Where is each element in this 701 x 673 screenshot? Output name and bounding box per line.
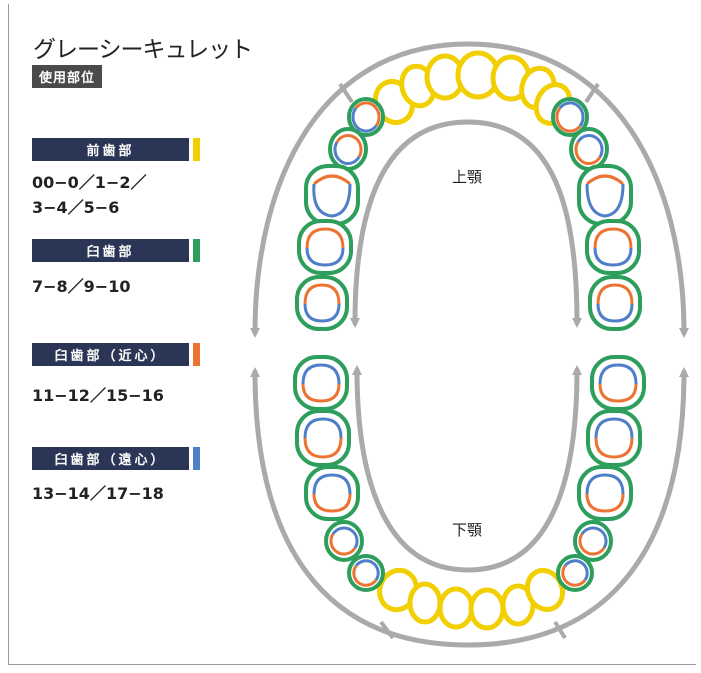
tooth <box>588 275 642 331</box>
upper-jaw-label: 上顎 <box>452 168 482 186</box>
category-distal-bar: 臼歯部（遠心） <box>32 447 189 470</box>
tooth <box>295 409 351 467</box>
tooth <box>437 586 475 630</box>
tooth <box>293 355 349 411</box>
tooth <box>551 97 589 137</box>
category-mesial-bar: 臼歯部（近心） <box>32 343 189 366</box>
tooth <box>347 97 385 137</box>
lower-left-posterior-teeth <box>293 355 385 592</box>
arc-tick-upper-left <box>338 82 354 104</box>
category-posterior-value: 7−8／9−10 <box>32 277 131 296</box>
usage-area-label: 使用部位 <box>32 65 103 88</box>
upper-anterior-teeth <box>372 50 573 126</box>
category-distal-label: 臼歯部（遠心） <box>54 453 167 468</box>
outer-lower-arrow <box>250 367 689 648</box>
category-anterior-value: 00−0／1−2／ 3−4／5−6 <box>32 173 147 217</box>
lower-anterior-teeth <box>377 567 566 631</box>
arc-tick-lower-left <box>379 620 395 640</box>
category-posterior-bar: 臼歯部 <box>32 239 189 262</box>
page-title: グレーシーキュレット <box>33 37 253 63</box>
category-mesial-value: 11−12／15−16 <box>32 386 164 405</box>
tooth <box>324 520 364 562</box>
inner-lower-arrow <box>352 365 582 573</box>
tooth <box>407 581 443 625</box>
inner-upper-arrow <box>350 119 582 328</box>
tooth <box>328 127 368 171</box>
category-anterior-bar: 前歯部 <box>32 138 189 161</box>
lower-right-posterior-teeth <box>556 355 646 592</box>
upper-right-posterior-teeth <box>551 97 642 331</box>
tooth <box>304 164 360 226</box>
tooth <box>585 219 641 275</box>
tooth <box>295 275 349 331</box>
arc-tick-upper-right <box>584 82 600 104</box>
tooth <box>556 554 594 592</box>
tooth <box>590 355 646 411</box>
category-anterior-label: 前歯部 <box>86 144 135 159</box>
category-mesial-label: 臼歯部（近心） <box>54 349 167 364</box>
tooth <box>573 520 613 562</box>
tooth <box>468 587 506 631</box>
tooth <box>569 127 609 171</box>
category-posterior-label: 臼歯部 <box>86 245 135 260</box>
mesial-color-swatch <box>193 343 200 366</box>
distal-color-swatch <box>193 447 200 470</box>
lower-jaw-label: 下顎 <box>452 521 482 539</box>
tooth <box>577 164 633 226</box>
tooth <box>586 409 642 467</box>
tooth <box>297 219 353 275</box>
arc-tick-lower-right <box>553 620 567 640</box>
anterior-color-swatch <box>193 138 200 161</box>
tooth <box>304 465 360 521</box>
upper-left-posterior-teeth <box>295 97 385 331</box>
tooth <box>577 465 633 521</box>
outer-upper-arrow <box>250 41 689 338</box>
tooth <box>347 554 385 592</box>
category-distal-value: 13−14／17−18 <box>32 484 164 503</box>
content-frame <box>8 4 696 665</box>
posterior-color-swatch <box>193 239 200 262</box>
